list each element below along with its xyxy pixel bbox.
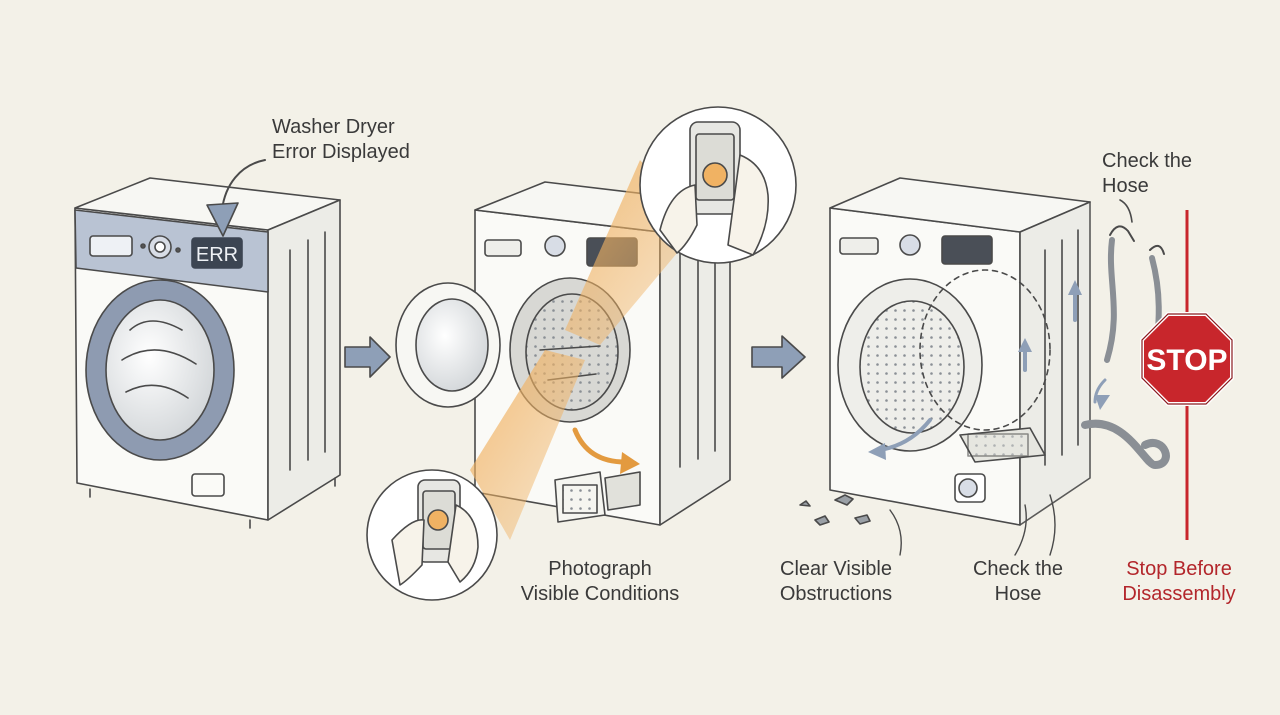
label-check-hose-bottom: Check the Hose — [963, 557, 1073, 607]
label-photograph: Photograph Visible Conditions — [514, 557, 686, 607]
label-clear-obstructions: Clear Visible Obstructions — [770, 557, 902, 607]
process-arrow-1 — [344, 336, 391, 378]
label-photograph-line1: Photograph — [548, 558, 652, 580]
phone-inset-top — [639, 106, 797, 264]
label-error-line2: Error Displayed — [272, 141, 410, 163]
label-check-hose-top: Check the Hose — [1102, 149, 1192, 199]
label-stop-line1: Stop Before — [1126, 558, 1232, 580]
label-error-displayed: Washer Dryer Error Displayed — [272, 115, 410, 165]
hose-connections — [1081, 225, 1170, 469]
process-arrow-2 — [751, 335, 806, 379]
error-code: ERR — [196, 244, 238, 266]
label-photograph-line2: Visible Conditions — [520, 583, 680, 605]
error-display — [191, 237, 243, 269]
label-stop-line2: Disassembly — [1122, 583, 1236, 605]
label-hose-top-line2: Hose — [1102, 175, 1149, 197]
label-clear-line1: Clear Visible — [780, 558, 892, 580]
label-hose-top-line1: Check the — [1102, 150, 1193, 172]
machine-error: ERR — [74, 177, 341, 529]
label-error-line1: Washer Dryer — [272, 116, 395, 138]
label-clear-line2: Obstructions — [779, 583, 893, 605]
machine-inspect — [799, 177, 1091, 526]
phone-inset-bottom — [366, 469, 498, 601]
label-hose-bottom-line1: Check the — [972, 558, 1064, 580]
label-hose-bottom-line2: Hose — [994, 583, 1042, 605]
stop-sign-text: STOP — [1146, 344, 1227, 377]
stop-sign: STOP — [1140, 312, 1234, 406]
label-stop-before-disassembly: Stop Before Disassembly — [1112, 557, 1246, 607]
